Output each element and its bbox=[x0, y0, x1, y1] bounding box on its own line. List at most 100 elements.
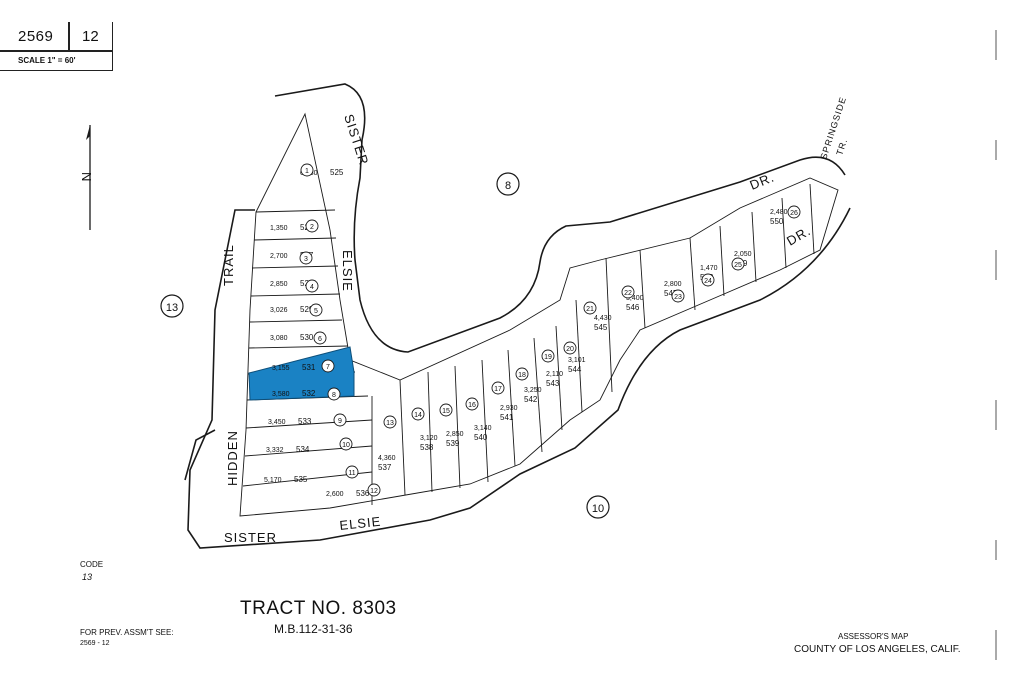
east-parcel-14: 538 bbox=[420, 443, 434, 452]
east-lot-number-18: 18 bbox=[518, 372, 526, 379]
east-lot-circle-18 bbox=[515, 367, 529, 381]
east-lot-number-21: 21 bbox=[586, 306, 594, 313]
west-parcel-10: 534 bbox=[296, 445, 310, 454]
east-lot-number-14: 14 bbox=[414, 412, 422, 419]
east-lot-circle-17 bbox=[491, 381, 505, 395]
block-10-label: 10 bbox=[592, 503, 604, 515]
west-parcel-1: 525 bbox=[330, 168, 344, 177]
east-parcel-19: 543 bbox=[546, 379, 560, 388]
east-parcel-18: 542 bbox=[524, 395, 538, 404]
west-area-4: 2,850 bbox=[270, 281, 288, 288]
west-lot-circle-5 bbox=[309, 303, 323, 317]
west-area-11: 5,170 bbox=[264, 477, 282, 484]
east-area-20: 3,101 bbox=[568, 357, 586, 364]
header-rule bbox=[0, 50, 112, 52]
assessor-map-label: ASSESSOR'S MAP bbox=[838, 632, 909, 641]
street-label-dr-north: DR. bbox=[748, 169, 777, 192]
block-markers: 8 13 10 bbox=[160, 172, 610, 519]
tract-reference: M.B.112-31-36 bbox=[274, 622, 353, 636]
west-lot-circle-8 bbox=[327, 387, 341, 401]
east-area-23: 2,800 bbox=[664, 281, 682, 288]
east-lot-circle-25 bbox=[731, 257, 745, 271]
west-area-12: 2,600 bbox=[326, 491, 344, 498]
west-area-8: 3,580 bbox=[272, 391, 290, 398]
east-parcel-21: 545 bbox=[594, 323, 608, 332]
code-label: CODE bbox=[80, 560, 104, 569]
west-lot-circle-12 bbox=[367, 483, 381, 497]
street-label-trail: TRAIL bbox=[221, 244, 236, 286]
west-lot-circle-9 bbox=[333, 413, 347, 427]
east-lot-number-26: 26 bbox=[790, 210, 798, 217]
east-area-17: 2,930 bbox=[500, 405, 518, 412]
east-parcel-17: 541 bbox=[500, 413, 514, 422]
west-lot-number-4: 4 bbox=[310, 284, 314, 291]
west-lot-circle-4 bbox=[305, 279, 319, 293]
prev-assessment-label: FOR PREV. ASSM'T SEE: bbox=[80, 628, 174, 637]
east-lot-circle-22 bbox=[621, 285, 635, 299]
east-lot-circle-20 bbox=[563, 341, 577, 355]
east-lot-number-25: 25 bbox=[734, 262, 742, 269]
north-arrow: N bbox=[79, 125, 94, 230]
east-lot-number-17: 17 bbox=[494, 386, 502, 393]
west-area-10: 3,332 bbox=[266, 447, 284, 454]
north-label: N bbox=[79, 172, 94, 181]
east-parcel-20: 544 bbox=[568, 365, 582, 374]
prev-assessment-value: 2569 - 12 bbox=[80, 640, 110, 647]
east-area-26: 2,480 bbox=[770, 209, 788, 216]
west-parcel-11: 535 bbox=[294, 475, 308, 484]
east-lot-circle-16 bbox=[465, 397, 479, 411]
east-lot-number-13: 13 bbox=[386, 420, 394, 427]
west-lot-number-5: 5 bbox=[314, 308, 318, 315]
map-page-number: 12 bbox=[82, 28, 99, 45]
west-lot-number-3: 3 bbox=[304, 256, 308, 263]
east-parcel-13: 537 bbox=[378, 463, 392, 472]
block-13-label: 13 bbox=[166, 302, 178, 314]
east-area-21: 4,430 bbox=[594, 315, 612, 322]
west-parcel-8: 532 bbox=[302, 389, 316, 398]
street-label-sister-north: SISTER bbox=[341, 112, 372, 167]
east-area-16: 3,140 bbox=[474, 425, 492, 432]
west-lot-circle-7 bbox=[321, 359, 335, 373]
west-area-5: 3,026 bbox=[270, 307, 288, 314]
west-area-7: 3,155 bbox=[272, 365, 290, 372]
east-lot-circle-24 bbox=[701, 273, 715, 287]
map-book-number: 2569 bbox=[18, 28, 54, 45]
west-area-3: 2,700 bbox=[270, 253, 288, 260]
map-header-box bbox=[0, 22, 113, 71]
east-parcel-23: 547 bbox=[664, 289, 678, 298]
west-parcel-12: 536 bbox=[356, 489, 370, 498]
east-lot-number-15: 15 bbox=[442, 408, 450, 415]
west-parcel-7: 531 bbox=[302, 363, 316, 372]
west-lot-number-9: 9 bbox=[338, 418, 342, 425]
code-value: 13 bbox=[82, 572, 93, 582]
east-lot-number-16: 16 bbox=[468, 402, 476, 409]
county-label: COUNTY OF LOS ANGELES, CALIF. bbox=[794, 644, 961, 655]
west-lot-number-1: 1 bbox=[305, 168, 309, 175]
east-lot-circle-26 bbox=[787, 205, 801, 219]
scale-label: SCALE 1" = 60' bbox=[18, 56, 76, 65]
west-parcel-6: 530 bbox=[300, 333, 314, 342]
west-lot-number-12: 12 bbox=[370, 488, 378, 495]
street-outlines bbox=[184, 83, 851, 549]
block-8-label: 8 bbox=[505, 180, 511, 192]
west-lot-circle-1 bbox=[300, 163, 314, 177]
east-area-14: 3,120 bbox=[420, 435, 438, 442]
west-lot-circle-10 bbox=[339, 437, 353, 451]
west-area-9: 3,450 bbox=[268, 419, 286, 426]
east-lot-circle-21 bbox=[583, 301, 597, 315]
west-parcel-5: 529 bbox=[300, 305, 314, 314]
street-label-tr: TR. bbox=[834, 137, 849, 157]
east-area-15: 2,850 bbox=[446, 431, 464, 438]
west-lot-number-2: 2 bbox=[310, 224, 314, 231]
east-lot-number-24: 24 bbox=[704, 278, 712, 285]
east-parcel-22: 546 bbox=[626, 303, 640, 312]
east-lot-number-22: 22 bbox=[624, 290, 632, 297]
west-lot-number-7: 7 bbox=[326, 364, 330, 371]
street-label-dr-south: DR. bbox=[784, 223, 813, 249]
west-area-6: 3,080 bbox=[270, 335, 288, 342]
east-area-25: 2,050 bbox=[734, 251, 752, 258]
lot-labels: 6,48052511,35052622,70052732,85052843,02… bbox=[264, 163, 801, 498]
street-label-elsie-north: ELSIE bbox=[340, 250, 355, 292]
east-lot-number-23: 23 bbox=[674, 294, 682, 301]
